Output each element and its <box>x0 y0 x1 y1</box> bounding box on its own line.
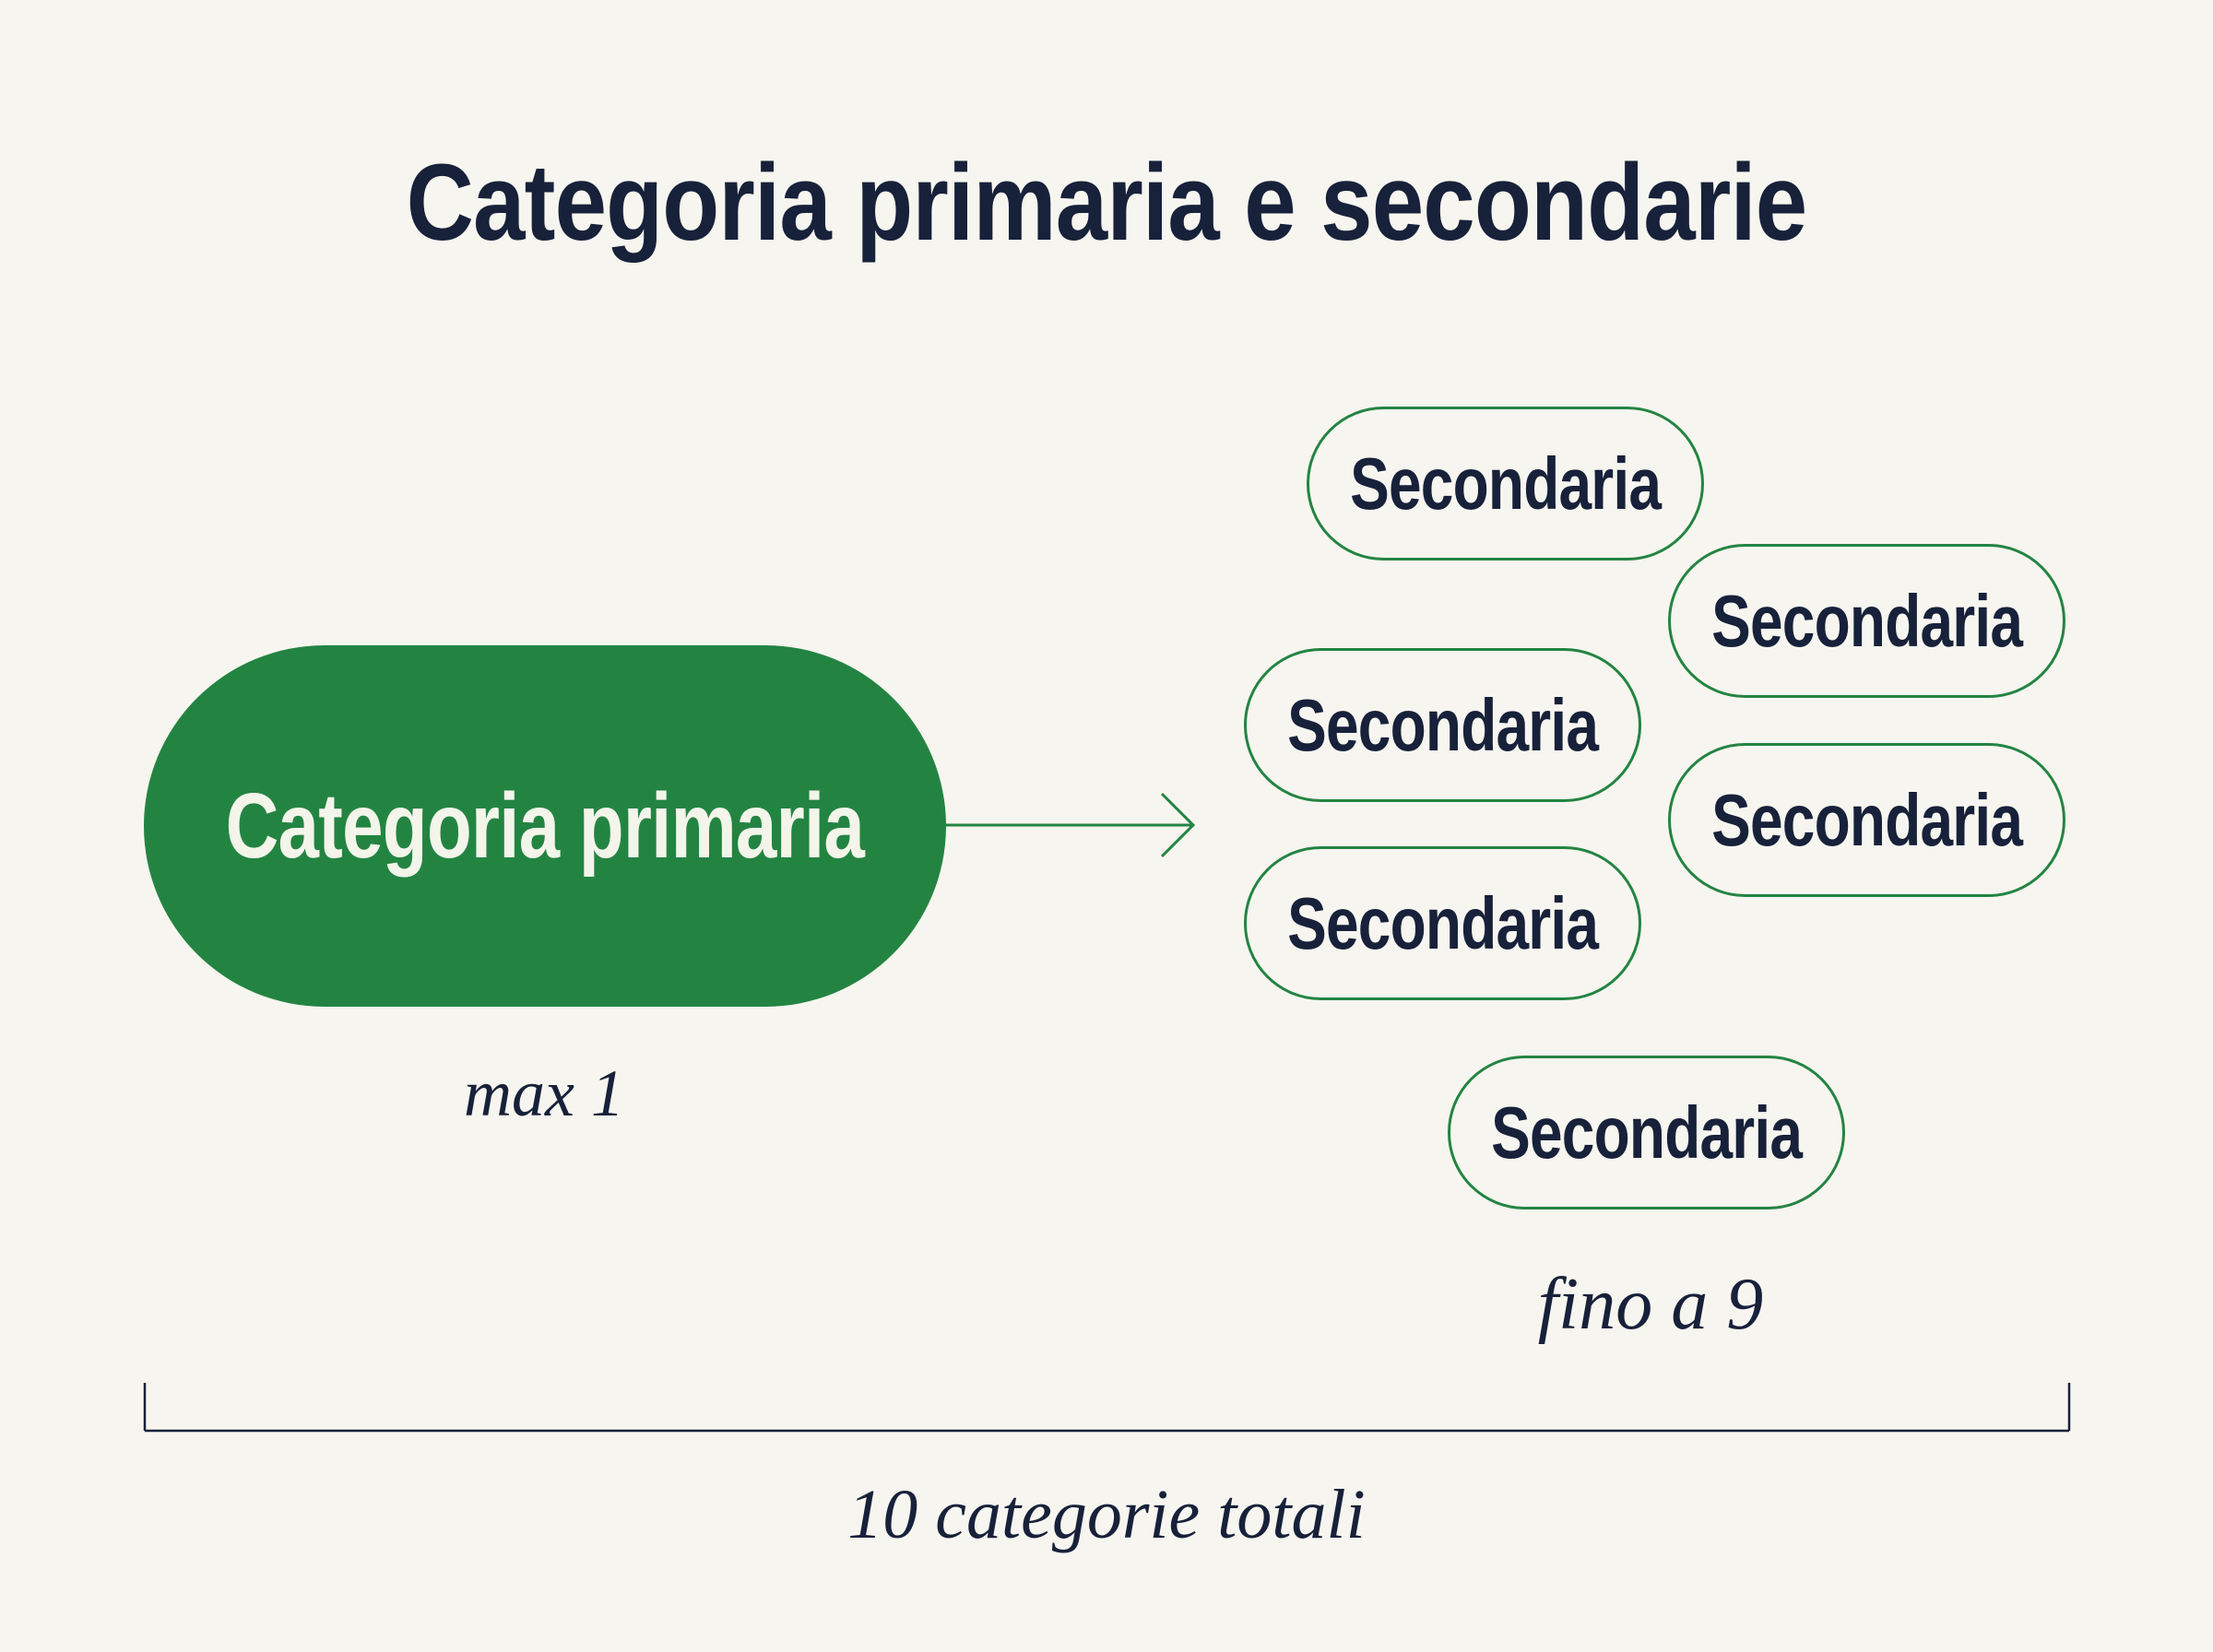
arrow-right-icon <box>944 792 1196 858</box>
secondary-category-label: Secondaria <box>1286 683 1599 766</box>
total-categories-caption: 10 categorie totali <box>847 1476 1366 1553</box>
primary-max-caption: max 1 <box>464 1056 624 1130</box>
primary-category-pill: Categoria primaria <box>144 645 946 1007</box>
secondary-category-pill: Secondaria <box>1244 846 1641 1000</box>
secondary-category-label: Secondaria <box>1286 881 1599 964</box>
secondary-category-pill: Secondaria <box>1244 648 1641 802</box>
secondary-category-pill: Secondaria <box>1448 1056 1845 1210</box>
total-bracket <box>143 1383 2071 1433</box>
primary-category-label: Categoria primaria <box>225 773 865 878</box>
secondary-category-pill: Secondaria <box>1668 544 2065 698</box>
secondary-max-caption: fino a 9 <box>1537 1264 1764 1345</box>
secondary-category-label: Secondaria <box>1710 778 2023 861</box>
secondary-category-pill: Secondaria <box>1668 743 2065 897</box>
secondary-category-label: Secondaria <box>1349 442 1662 525</box>
secondary-category-pill: Secondaria <box>1307 407 1704 560</box>
secondary-category-label: Secondaria <box>1490 1091 1803 1174</box>
diagram-title: Categoria primaria e secondarie <box>406 142 1808 264</box>
secondary-category-label: Secondaria <box>1710 579 2023 662</box>
